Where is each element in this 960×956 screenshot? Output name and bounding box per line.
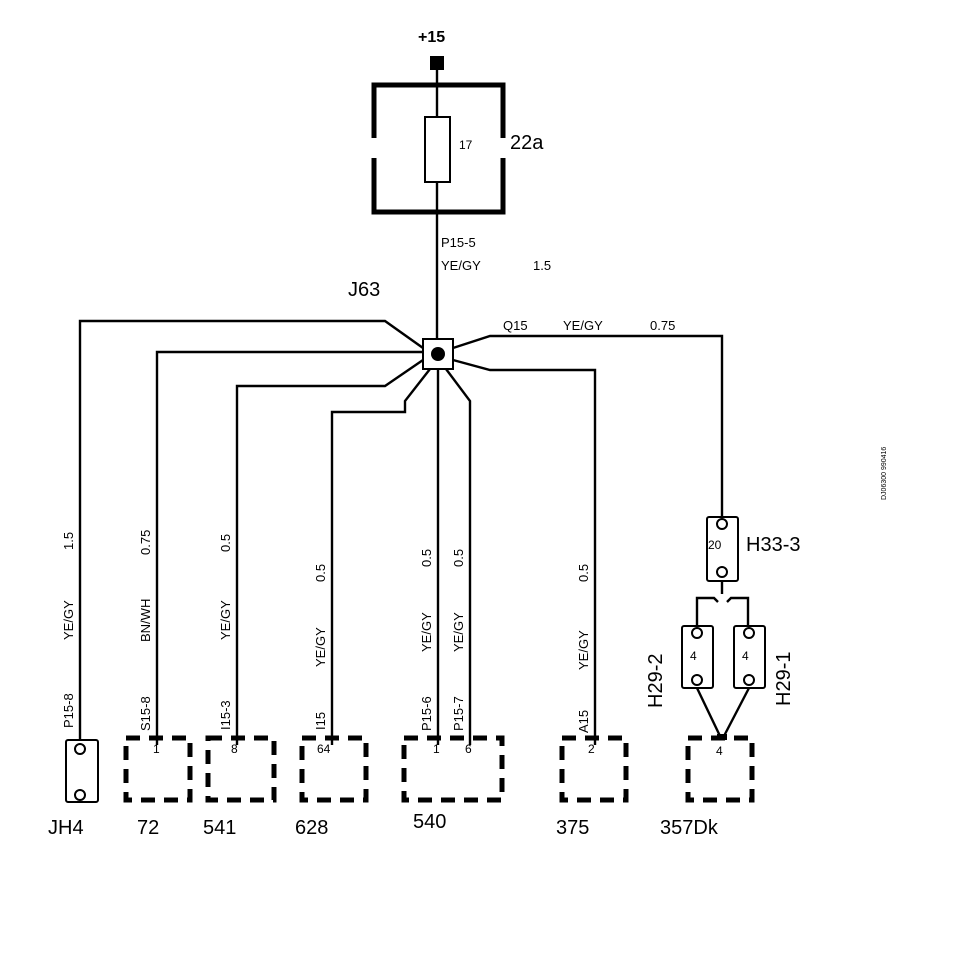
branch-7-color: YE/GY bbox=[576, 630, 591, 670]
branch-5-size: 0.5 bbox=[419, 549, 434, 567]
branch-3-size: 0.5 bbox=[218, 534, 233, 552]
branch-4-circuit: I15 bbox=[313, 712, 328, 730]
c357dk-label: 357Dk bbox=[660, 817, 719, 839]
connector-h33-3: 20 H33-3 bbox=[706, 516, 800, 582]
h29-to-357dk-wires bbox=[695, 687, 751, 740]
connector-72: 1 72 bbox=[123, 735, 193, 839]
branch-4-size: 0.5 bbox=[313, 564, 328, 582]
c540-pin-b: 6 bbox=[465, 742, 472, 756]
h29-splice bbox=[695, 581, 750, 626]
c541-label: 541 bbox=[203, 817, 236, 839]
branch-5-circuit: P15-6 bbox=[419, 696, 434, 731]
c375-pin: 2 bbox=[588, 742, 595, 756]
connector-h29-1: 4 H29-1 bbox=[733, 625, 795, 706]
connector-541: 8 541 bbox=[203, 735, 277, 839]
branch-2-color: BN/WH bbox=[138, 599, 153, 642]
connector-jh4: JH4 bbox=[48, 739, 99, 839]
branch-7-size: 0.5 bbox=[576, 564, 591, 582]
branch-6-circuit: P15-7 bbox=[451, 696, 466, 731]
c375-label: 375 bbox=[556, 817, 589, 839]
q15-size: 0.75 bbox=[650, 318, 675, 333]
branch-2-size: 0.75 bbox=[138, 530, 153, 555]
jh4-label: JH4 bbox=[48, 817, 84, 839]
branch-6-size: 0.5 bbox=[451, 549, 466, 567]
h29-1-label: H29-1 bbox=[773, 652, 795, 706]
supply-terminal bbox=[430, 56, 444, 70]
fuse-box-label: 22a bbox=[510, 132, 544, 154]
branch-4-color: YE/GY bbox=[313, 627, 328, 667]
connector-h29-2: 4 H29-2 bbox=[645, 625, 714, 708]
h29-1-pin: 4 bbox=[742, 649, 749, 663]
c628-label: 628 bbox=[295, 817, 328, 839]
h33-label: H33-3 bbox=[746, 534, 800, 556]
fuse-box: 17 22a bbox=[371, 70, 544, 340]
fuse-17 bbox=[424, 116, 451, 183]
branch-1-color: YE/GY bbox=[61, 600, 76, 640]
main-wire-color: YE/GY bbox=[441, 258, 481, 273]
branch-6-color: YE/GY bbox=[451, 612, 466, 652]
c357dk-pin: 4 bbox=[716, 744, 723, 758]
branch-1-size: 1.5 bbox=[61, 532, 76, 550]
branch-3-color: YE/GY bbox=[218, 600, 233, 640]
branch-7-circuit: A15 bbox=[576, 710, 591, 733]
c540-pin-a: 1 bbox=[433, 742, 440, 756]
reference-code: DJ06300 990416 bbox=[881, 447, 888, 500]
junction-dot bbox=[431, 347, 445, 361]
supply-label: +15 bbox=[418, 29, 445, 46]
connector-628: 64 628 bbox=[295, 735, 369, 839]
branch-5-color: YE/GY bbox=[419, 612, 434, 652]
branch-labels: 1.5 YE/GY P15-8 0.75 BN/WH S15-8 0.5 YE/… bbox=[61, 530, 591, 733]
main-wire-circuit: P15-5 bbox=[441, 235, 476, 250]
branch-3-circuit: I15-3 bbox=[218, 700, 233, 730]
h29-2-pin: 4 bbox=[690, 649, 697, 663]
q15-color: YE/GY bbox=[563, 318, 603, 333]
c628-pin: 64 bbox=[317, 742, 331, 756]
main-wire-size: 1.5 bbox=[533, 258, 551, 273]
connector-375: 2 375 bbox=[556, 735, 629, 839]
h33-pin: 20 bbox=[708, 538, 722, 552]
junction-label: J63 bbox=[348, 279, 380, 301]
branch-2-circuit: S15-8 bbox=[138, 696, 153, 731]
q15-circuit: Q15 bbox=[503, 318, 528, 333]
c540-label: 540 bbox=[413, 811, 446, 833]
c72-label: 72 bbox=[137, 817, 159, 839]
connector-357dk: 4 357Dk bbox=[660, 735, 755, 839]
connector-540: 1 6 540 bbox=[401, 735, 505, 833]
c541-pin: 8 bbox=[231, 742, 238, 756]
h29-2-label: H29-2 bbox=[645, 654, 667, 708]
fuse-number: 17 bbox=[459, 138, 473, 152]
branch-1-circuit: P15-8 bbox=[61, 693, 76, 728]
c72-pin: 1 bbox=[153, 742, 160, 756]
branch-wires bbox=[78, 319, 724, 745]
